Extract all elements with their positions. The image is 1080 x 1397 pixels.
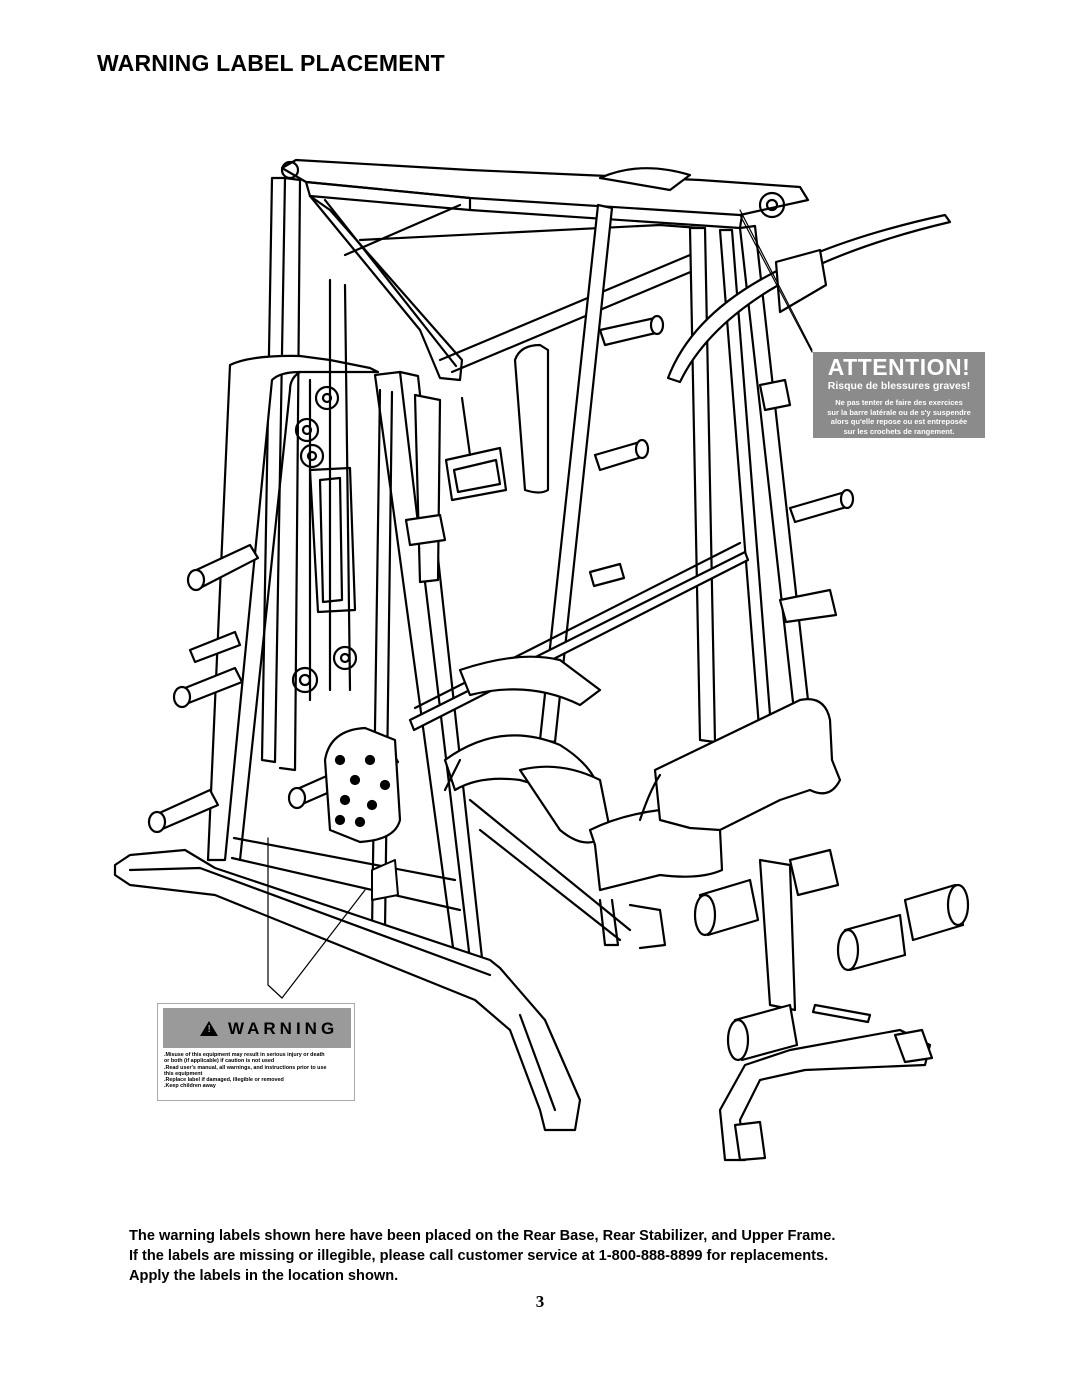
front-stabilizer <box>718 1028 934 1162</box>
footer-line: If the labels are missing or illegible, … <box>129 1248 829 1264</box>
page-title: WARNING LABEL PLACEMENT <box>97 50 445 76</box>
warning-label: ! WARNING .Misuse of this equipment may … <box>157 1003 355 1101</box>
warning-item: or both (if applicable) if caution is no… <box>164 1058 275 1065</box>
warning-list: .Misuse of this equipment may result in … <box>164 1052 354 1090</box>
bench <box>443 655 842 1012</box>
attention-subtitle: Risque de blessures graves! <box>827 380 971 392</box>
warning-item: .Read user's manual, all warnings, and i… <box>164 1064 327 1071</box>
warning-item: this equipment <box>164 1070 203 1077</box>
warning-item: .Misuse of this equipment may result in … <box>164 1052 325 1058</box>
footer-line: The warning labels shown here have been … <box>129 1228 836 1244</box>
attention-body: Ne pas tenter de faire des exercices sur… <box>813 398 985 436</box>
footer-line: Apply the labels in the location shown. <box>129 1268 399 1284</box>
warning-item: .Replace label if damaged, illegible or … <box>164 1077 284 1084</box>
warning-triangle-icon <box>200 1021 218 1036</box>
footer-instructions: The warning labels shown here have been … <box>129 1226 1009 1286</box>
rear-base <box>113 848 582 1132</box>
leg-rollers <box>693 848 970 1062</box>
attention-line: Ne pas tenter de faire des exercices <box>835 398 963 407</box>
back-pads <box>513 167 692 494</box>
cable-handle <box>444 396 508 502</box>
warning-header: ! WARNING <box>163 1008 351 1048</box>
warning-title: WARNING <box>228 1019 339 1038</box>
attention-line: sur les crochets de rangement. <box>843 426 955 436</box>
attention-label: ATTENTION! Risque de blessures graves! N… <box>813 352 985 438</box>
upper-frame <box>280 158 810 382</box>
front-a-frame <box>206 354 484 964</box>
attention-line: sur la barre latérale ou de s'y suspendr… <box>827 407 971 417</box>
attention-line: alors qu'elle repose ou est entreposée <box>830 417 968 427</box>
weight-plate <box>323 726 402 844</box>
label-leader-lines <box>267 214 813 999</box>
exclamation-icon: ! <box>207 1024 211 1035</box>
lat-bar <box>666 209 952 384</box>
warning-item: .Keep children away <box>164 1083 216 1090</box>
attention-title: ATTENTION! <box>827 354 971 380</box>
page-number: 3 <box>535 1292 545 1311</box>
